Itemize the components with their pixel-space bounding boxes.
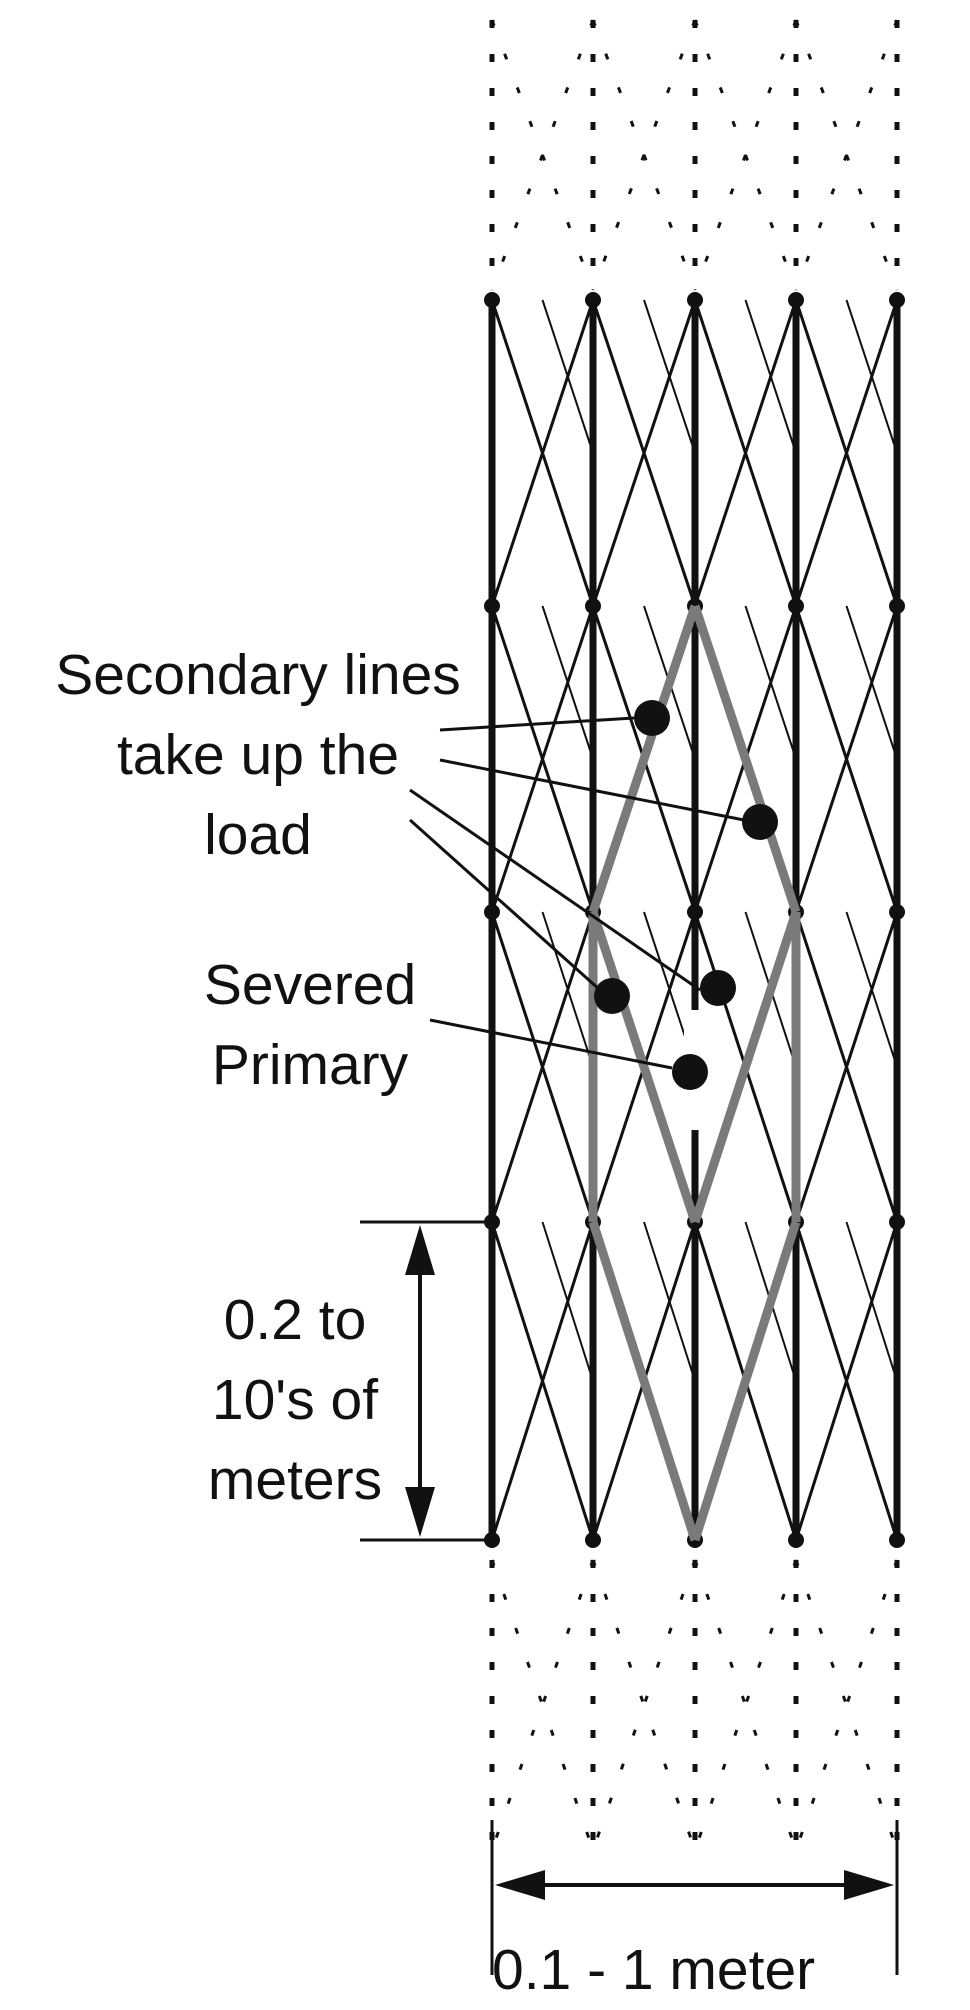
lattice-node [889, 598, 905, 614]
leader-line [408, 818, 602, 992]
lattice-node [585, 1532, 601, 1548]
tether-lattice [484, 292, 905, 1548]
secondary-label-line-2: take up the [116, 723, 400, 787]
secondary-load-path [588, 604, 801, 1542]
secondary-line [541, 911, 594, 1068]
leader-line [439, 758, 745, 822]
faded-diagonal [693, 1559, 798, 1851]
lattice-node [484, 292, 500, 308]
faded-diagonal [591, 19, 697, 291]
secondary-line [541, 605, 594, 760]
load-path-line [588, 604, 700, 914]
load-path-line [588, 910, 700, 1224]
lattice-node [484, 598, 500, 614]
leader-line [409, 788, 701, 992]
faded-diagonal [794, 1559, 899, 1851]
lattice-node [788, 598, 804, 614]
lattice-node [889, 1532, 905, 1548]
secondary-line [643, 1221, 696, 1382]
faded-lattice-top [489, 19, 900, 291]
secondary-label-line-3: load [204, 803, 312, 867]
tether-width-label: 0.1 - 1 meter [492, 1938, 816, 2002]
secondary-line [490, 1221, 595, 1541]
secondary-line [845, 605, 898, 760]
secondary-line [744, 605, 797, 760]
secondary-line [643, 299, 696, 454]
break-marker [742, 804, 778, 840]
secondary-line [591, 299, 697, 607]
secondary-line [541, 299, 594, 454]
leader-line [429, 1018, 673, 1070]
load-path-line [588, 1220, 700, 1542]
secondary-line [744, 299, 797, 454]
lattice-node [585, 292, 601, 308]
secondary-line [794, 911, 899, 1223]
faded-diagonal [490, 1559, 595, 1851]
secondary-line [845, 1221, 898, 1382]
severed-primary-label: Severed Primary [160, 945, 460, 1105]
break-marker [672, 1054, 708, 1090]
secondary-line [490, 299, 595, 607]
faded-diagonal [591, 1559, 697, 1851]
severed-label-line-2: Primary [211, 1033, 409, 1097]
break-marker [700, 970, 736, 1006]
secondary-line [490, 605, 595, 913]
segment-length-label: 0.2 to 10's of meters [170, 1280, 420, 1520]
secondary-label-line-1: Secondary lines [55, 643, 461, 707]
secondary-line [693, 299, 798, 607]
faded-diagonal [693, 19, 798, 291]
leader-line [439, 716, 635, 732]
arrow-head-left [495, 1870, 545, 1900]
load-path-line [690, 910, 801, 1224]
lattice-node [889, 1214, 905, 1230]
spacing-label-line-1: 0.2 to [223, 1288, 367, 1352]
secondary-line [541, 1221, 594, 1382]
secondary-line [490, 911, 595, 1223]
load-path-line [690, 1220, 801, 1542]
break-marker [634, 700, 670, 736]
lattice-node [788, 1532, 804, 1548]
faded-diagonal [490, 1559, 595, 1851]
arrow-head-right [844, 1870, 894, 1900]
secondary-line [845, 911, 898, 1068]
lattice-node [585, 598, 601, 614]
lattice-node [687, 904, 703, 920]
severed-label-line-1: Severed [203, 953, 417, 1017]
faded-diagonal [794, 1559, 899, 1851]
secondary-line [794, 1221, 899, 1541]
lattice-node [788, 292, 804, 308]
secondary-lines-label: Secondary lines take up the load [18, 635, 498, 875]
lattice-node [484, 904, 500, 920]
lattice-node [687, 292, 703, 308]
faded-diagonal [591, 1559, 697, 1851]
secondary-line [794, 299, 899, 607]
faded-lattice-bottom [489, 1559, 900, 1851]
spacing-label-line-3: meters [207, 1448, 383, 1512]
lattice-node [889, 292, 905, 308]
load-path-line [690, 604, 801, 914]
arrow-head-down [405, 1487, 435, 1537]
arrow-head-up [405, 1225, 435, 1275]
faded-diagonal [693, 1559, 798, 1851]
break-marker [594, 978, 630, 1014]
spacing-label-line-2: 10's of [211, 1368, 379, 1432]
secondary-line [794, 605, 899, 913]
faded-diagonal [794, 19, 899, 291]
faded-diagonal [490, 19, 595, 291]
dimension-arrows [360, 1220, 899, 1975]
secondary-line [845, 299, 898, 454]
leader-lines [408, 716, 745, 1070]
lattice-node [889, 904, 905, 920]
